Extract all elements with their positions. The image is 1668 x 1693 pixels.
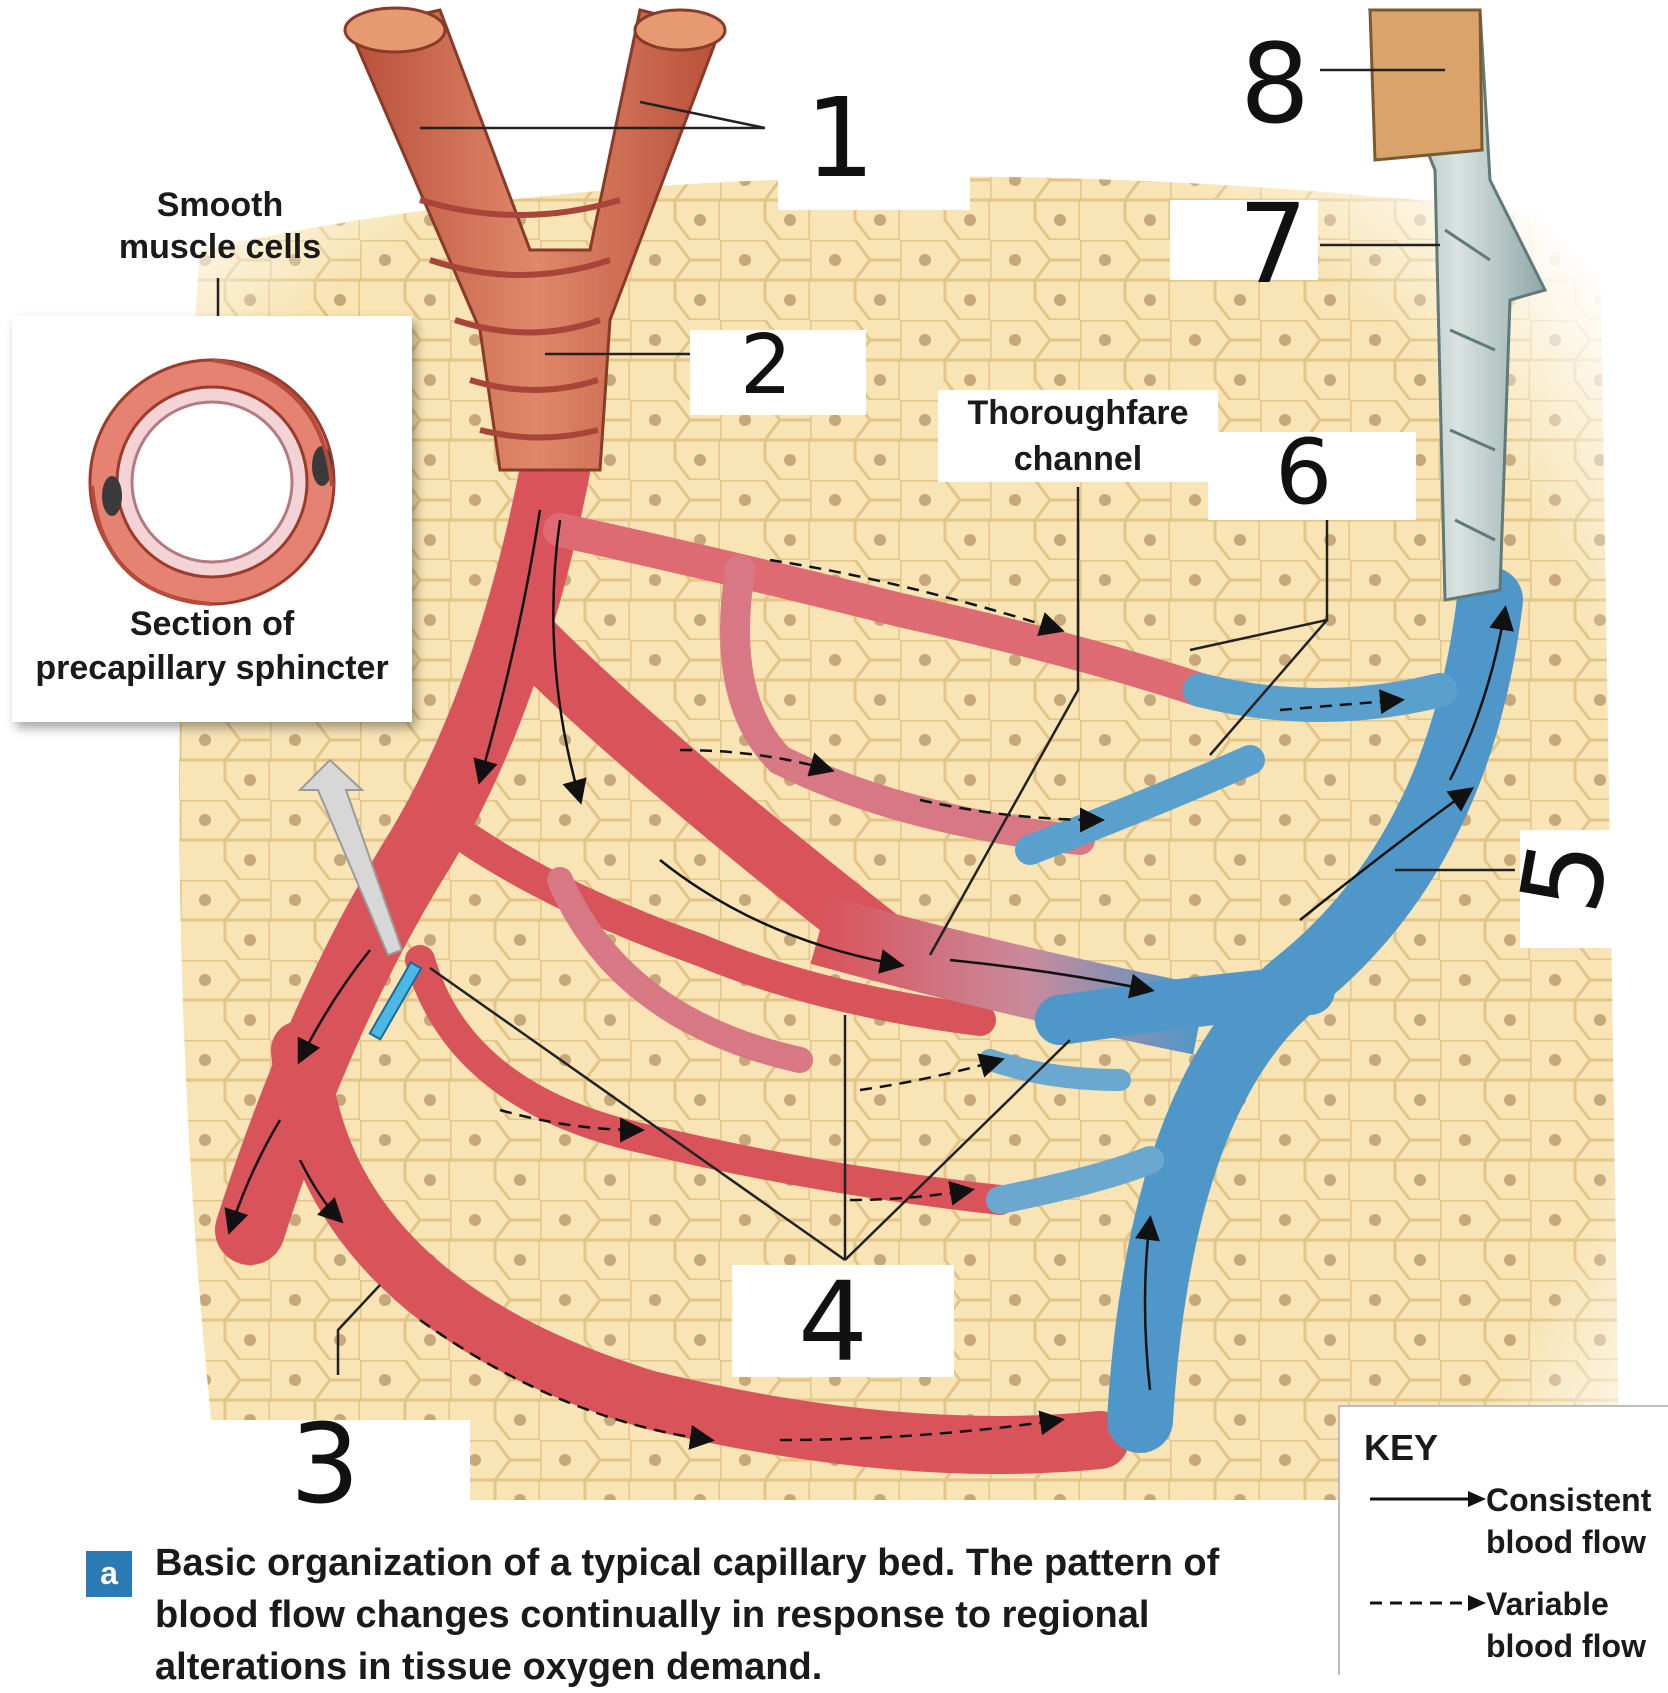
leader-lines <box>163 68 1515 1375</box>
handwritten-number-6: 6 <box>1275 420 1333 525</box>
variable-flow-label: Variable blood flow <box>1486 1586 1646 1664</box>
handwritten-number-4: 4 <box>798 1258 868 1386</box>
label-cover-6 <box>1208 432 1416 520</box>
figure-caption: Basic organization of a typical capillar… <box>155 1542 1220 1688</box>
key-title: KEY <box>1364 1427 1439 1468</box>
smooth-muscle-label: Smooth muscle cells <box>118 186 322 266</box>
key-legend: KEY Consistent blood flow Variable blood… <box>1338 1405 1668 1675</box>
handwritten-number-8: 8 <box>1240 20 1310 148</box>
label-cover-7 <box>1170 200 1318 280</box>
precapillary-sphincter-marker[interactable] <box>368 960 423 1041</box>
venule <box>1367 8 1548 602</box>
arterial-branches <box>215 435 1217 1474</box>
consistent-flow-arrow <box>1370 1491 1486 1507</box>
label-cover-1 <box>778 88 970 210</box>
sphincter-cross-section <box>88 358 336 606</box>
handwritten-number-2: 2 <box>740 318 793 413</box>
label-cover-4 <box>732 1265 954 1377</box>
label-cover-3 <box>210 1420 470 1520</box>
sphincter-section-label: Section of precapillary sphincter <box>35 605 389 687</box>
flow-arrows <box>224 509 1515 1450</box>
variable-flow-arrow <box>1370 1595 1486 1611</box>
handwritten-number-7: 7 <box>1238 180 1308 308</box>
consistent-flow-label: Consistent blood flow <box>1486 1482 1652 1560</box>
handwritten-number-3: 3 <box>290 1400 360 1528</box>
label-cover-2 <box>690 330 866 415</box>
precapillary-sphincter-inset <box>12 316 412 722</box>
handwritten-number-1: 1 <box>805 74 875 202</box>
label-cover-5 <box>1520 830 1668 948</box>
thoroughfare-channel-label: Thoroughfare channel <box>938 390 1218 482</box>
arteriole <box>343 6 727 472</box>
figure-badge: a <box>86 1551 132 1597</box>
inset-pointer <box>297 758 404 957</box>
